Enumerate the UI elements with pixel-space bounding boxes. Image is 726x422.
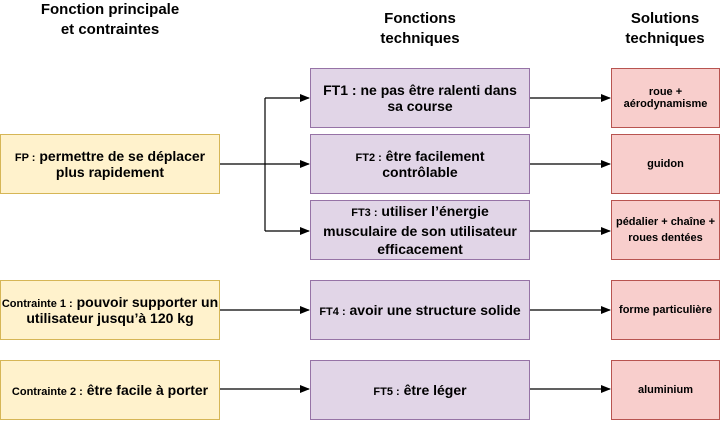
ft3-box: FT3 : utiliser l’énergie musculaire de s… [310,200,530,260]
constraint-1-text: pouvoir supporter un utilisateur jusqu’à… [26,294,219,326]
solution-1-box: roue + aérodynamisme [611,68,720,128]
ft4-text: avoir une structure solide [349,302,521,318]
fp-box: FP : permettre de se déplacer plus rapid… [0,134,220,194]
constraint-2-box: Contrainte 2 : être facile à porter [0,360,220,420]
ft4-code: FT4 : [319,306,346,318]
ft5-box: FT5 : être léger [310,360,530,420]
fp-text: permettre de se déplacer plus rapidement [39,148,206,180]
constraint-2-code: Contrainte 2 : [11,386,83,398]
ft1-code: FT1 : [323,82,357,98]
header-col3: Solutions techniques [625,10,705,47]
ft2-box: FT2 : être facilement contrôlable [310,134,530,194]
ft1-text: ne pas être ralenti dans sa course [360,82,517,114]
solution-4-box: forme particulière [611,280,720,340]
solution-3-text: pédalier + chaîne + roues dentées [615,216,716,244]
ft3-code: FT3 : [351,207,378,219]
header-col1: Fonction principale et contraintes [40,1,180,38]
constraint-1-code: Contrainte 1 : [1,298,73,310]
solution-2-text: guidon [647,158,684,170]
solution-2-box: guidon [611,134,720,194]
ft4-box: FT4 : avoir une structure solide [310,280,530,340]
ft5-text: être léger [403,382,467,398]
constraint-1-box: Contrainte 1 : pouvoir supporter un util… [0,280,220,340]
solution-3-box: pédalier + chaîne + roues dentées [611,200,720,260]
ft5-code: FT5 : [373,386,400,398]
ft2-code: FT2 : [355,152,382,164]
solution-5-box: aluminium [611,360,720,420]
solution-4-text: forme particulière [619,304,712,316]
fp-code: FP : [14,152,36,164]
solution-5-text: aluminium [637,384,693,396]
ft1-box: FT1 : ne pas être ralenti dans sa course [310,68,530,128]
constraint-2-text: être facile à porter [86,382,209,398]
ft3-text: utiliser l’énergie musculaire de son uti… [323,203,517,257]
header-col2: Fonctions techniques [380,10,460,47]
ft2-text: être facilement contrôlable [382,148,485,180]
solution-1-text: roue + aérodynamisme [623,86,708,110]
